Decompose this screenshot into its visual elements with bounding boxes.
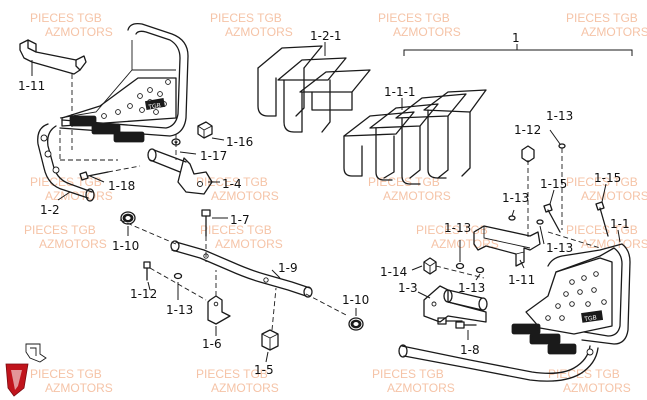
bolt-set-part-1-8	[437, 317, 477, 329]
plate-marking-right: TGB	[583, 314, 597, 323]
watermark-4: AZMOTORS	[225, 25, 293, 39]
callout-1-13-upper: 1-13	[502, 191, 529, 205]
bolt-part-1-7	[201, 209, 211, 262]
callout-1-15-a: 1-15	[540, 177, 567, 191]
callout-labels: 1 1-2-1 1-1-1 1-11 1-16 1-17 1-4 1-18 1-…	[18, 29, 630, 377]
callout-1-8: 1-8	[460, 343, 480, 357]
washer-part-1-13-d	[455, 262, 465, 270]
bolt-part-1-18	[79, 165, 141, 181]
callout-1-2-1: 1-2-1	[310, 29, 342, 43]
washer-part-1-13-left	[173, 272, 183, 280]
bolt-part-1-15-b	[595, 201, 609, 237]
loop-set-part-1-1-1	[343, 89, 487, 185]
callout-1-14: 1-14	[380, 265, 407, 279]
callout-1-12-right: 1-12	[514, 123, 541, 137]
watermark-2: AZMOTORS	[45, 25, 113, 39]
watermark-11: PIECES TGB	[196, 175, 268, 189]
callout-1-5: 1-5	[254, 363, 274, 377]
callout-1-11-left: 1-11	[18, 79, 45, 93]
bolt-part-1-15-a	[543, 203, 561, 233]
callout-1-15-b: 1-15	[594, 171, 621, 185]
bracket-part-1-11-right	[473, 225, 541, 267]
watermark-29: PIECES TGB	[372, 367, 444, 381]
nerf-bar-right: TGB	[398, 243, 631, 382]
watermark-27: PIECES TGB	[196, 367, 268, 381]
watermark-3: PIECES TGB	[210, 11, 282, 25]
watermark-20: AZMOTORS	[215, 237, 283, 251]
watermark-31: PIECES TGB	[548, 367, 620, 381]
group-bracket-1	[403, 49, 633, 56]
watermark-8: AZMOTORS	[581, 25, 647, 39]
watermark-24: AZMOTORS	[581, 237, 647, 251]
watermark-1: PIECES TGB	[30, 11, 102, 25]
watermark-30: AZMOTORS	[387, 381, 455, 395]
loop-set-part-1-2-1	[257, 45, 371, 133]
callout-1-13-top: 1-13	[546, 109, 573, 123]
watermark-14: AZMOTORS	[383, 189, 451, 203]
clamp-part-1-10-right	[348, 317, 364, 331]
callout-1-4: 1-4	[222, 177, 242, 191]
watermark-15: PIECES TGB	[566, 175, 638, 189]
callout-1-10-right: 1-10	[342, 293, 369, 307]
bolt-part-1-12-left	[143, 261, 151, 281]
nerf-bar-left: TGB	[37, 22, 189, 202]
watermark-5: PIECES TGB	[378, 11, 450, 25]
washer-part-1-13-b	[508, 215, 516, 221]
callout-1-9: 1-9	[278, 261, 298, 275]
rod-part-1-9	[170, 240, 313, 298]
plate-part-1-3	[423, 285, 488, 323]
watermark-21: PIECES TGB	[416, 223, 488, 237]
callout-1-13-low: 1-13	[458, 281, 485, 295]
callout-1-13-left: 1-13	[166, 303, 193, 317]
callout-1-16: 1-16	[226, 135, 253, 149]
watermark-19: PIECES TGB	[200, 223, 272, 237]
watermark-32: AZMOTORS	[563, 381, 631, 395]
bracket-part-1-5	[261, 287, 279, 351]
watermark-18: AZMOTORS	[39, 237, 107, 251]
watermark-25: PIECES TGB	[30, 367, 102, 381]
watermark-28: AZMOTORS	[211, 381, 279, 395]
bracket-part-1-6	[207, 270, 231, 325]
callout-1-11-right: 1-11	[508, 273, 535, 287]
washer-part-1-13-a	[558, 143, 566, 149]
callout-1-13-mid: 1-13	[444, 221, 471, 235]
callout-1-13-side: 1-13	[546, 241, 573, 255]
washer-part-1-13-c	[536, 219, 544, 225]
watermark-17: PIECES TGB	[24, 223, 96, 237]
callout-1-1-1: 1-1-1	[384, 85, 416, 99]
watermark-10: AZMOTORS	[45, 189, 113, 203]
nut-part-1-14	[423, 257, 437, 275]
callout-1-10-left: 1-10	[112, 239, 139, 253]
callout-1-3: 1-3	[398, 281, 418, 295]
watermark-12: AZMOTORS	[211, 189, 279, 203]
watermark-23: PIECES TGB	[566, 223, 638, 237]
brand-logo	[5, 343, 47, 397]
nut-part-1-16	[197, 121, 213, 139]
callout-1-17: 1-17	[200, 149, 227, 163]
callout-1-6: 1-6	[202, 337, 222, 351]
callout-1-12-left: 1-12	[130, 287, 157, 301]
callout-1-7: 1-7	[230, 213, 250, 227]
callout-1-18: 1-18	[108, 179, 135, 193]
clamp-part-1-10-left	[120, 211, 136, 225]
callout-1-2: 1-2	[40, 203, 60, 217]
watermark-7: PIECES TGB	[566, 11, 638, 25]
watermark-26: AZMOTORS	[45, 381, 113, 395]
bracket-part-1-11-left	[19, 39, 87, 150]
bolt-part-1-12-right	[521, 145, 535, 163]
watermark-16: AZMOTORS	[581, 189, 647, 203]
callout-1-1: 1-1	[610, 217, 630, 231]
leader-lines	[31, 42, 621, 363]
plate-marking-left: TGB	[147, 102, 161, 111]
washer-part-1-13-e	[475, 266, 485, 274]
watermark-6: AZMOTORS	[393, 25, 461, 39]
callout-1: 1	[512, 31, 520, 45]
